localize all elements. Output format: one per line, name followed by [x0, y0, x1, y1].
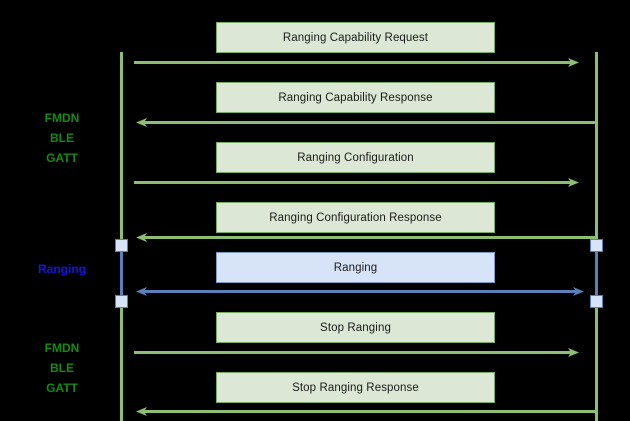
lifeline-left-gatt-upper: [120, 52, 123, 245]
phase-label-fmdn-ble-gatt-lower: FMDN BLE GATT: [14, 338, 110, 398]
message-label: Ranging Configuration: [297, 151, 414, 164]
arrow-head-right-icon: [568, 57, 579, 68]
message-label: Stop Ranging Response: [292, 381, 419, 394]
message-arrow-ranging-capability-request: [134, 57, 579, 68]
phase-label-line: GATT: [46, 381, 78, 395]
arrow-shaft: [143, 236, 595, 239]
message-box-stop-ranging: Stop Ranging: [216, 312, 495, 343]
phase-label-line: Ranging: [38, 262, 86, 276]
arrow-shaft: [134, 351, 572, 354]
activation-box-left-ranging-end: [115, 295, 128, 308]
message-arrow-ranging-bidirectional: [136, 286, 597, 297]
message-label: Ranging Capability Response: [278, 91, 433, 104]
arrow-shaft: [134, 181, 572, 184]
message-box-ranging-capability-request: Ranging Capability Request: [216, 22, 495, 53]
lifeline-right-gatt-lower: [595, 301, 598, 421]
message-arrow-stop-ranging-response: [136, 406, 597, 417]
message-box-ranging-configuration: Ranging Configuration: [216, 142, 495, 173]
arrow-head-right-icon: [568, 347, 579, 358]
activation-line-left-ranging: [120, 251, 123, 307]
message-box-ranging-configuration-response: Ranging Configuration Response: [216, 202, 495, 233]
arrow-head-left-icon: [136, 286, 147, 297]
arrow-head-right-icon: [568, 177, 579, 188]
message-arrow-stop-ranging: [134, 347, 579, 358]
message-box-ranging: Ranging: [216, 252, 495, 283]
message-box-ranging-capability-response: Ranging Capability Response: [216, 82, 495, 113]
phase-label-fmdn-ble-gatt-upper: FMDN BLE GATT: [14, 108, 110, 168]
message-box-stop-ranging-response: Stop Ranging Response: [216, 372, 495, 403]
message-arrow-ranging-capability-response: [136, 117, 597, 128]
activation-line-right-ranging: [595, 251, 598, 307]
activation-box-right-ranging-end: [590, 295, 603, 308]
arrow-shaft: [134, 61, 572, 64]
arrow-head-left-icon: [136, 406, 147, 417]
lifeline-left-gatt-lower: [120, 301, 123, 421]
arrow-head-right-icon: [573, 286, 584, 297]
message-label: Stop Ranging: [320, 321, 391, 334]
arrow-shaft: [143, 410, 595, 413]
arrow-head-left-icon: [136, 117, 147, 128]
activation-box-right-ranging-start: [590, 239, 603, 252]
phase-label-ranging: Ranging: [14, 259, 110, 279]
message-label: Ranging Capability Request: [282, 31, 429, 44]
message-label: Ranging Configuration Response: [269, 211, 442, 224]
phase-label-line: FMDN: [44, 111, 80, 125]
arrow-shaft: [143, 121, 595, 124]
arrow-head-left-icon: [136, 232, 147, 243]
message-label: Ranging: [333, 261, 378, 274]
message-arrow-ranging-configuration: [134, 177, 579, 188]
phase-label-line: FMDN: [44, 341, 80, 355]
phase-label-line: GATT: [46, 151, 78, 165]
arrow-shaft: [143, 290, 577, 293]
lifeline-right-gatt-upper: [595, 52, 598, 245]
phase-label-line: BLE: [50, 131, 74, 145]
message-arrow-ranging-configuration-response: [136, 232, 597, 243]
phase-label-line: BLE: [50, 361, 74, 375]
activation-box-left-ranging-start: [115, 239, 128, 252]
